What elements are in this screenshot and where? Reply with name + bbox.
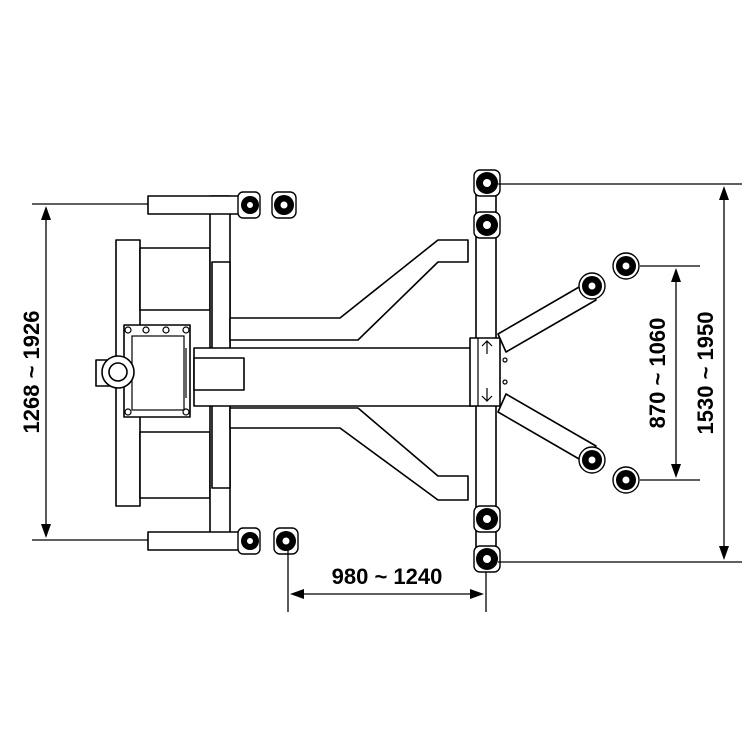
- beam-clamp: [193, 357, 245, 391]
- bolt: [182, 326, 190, 334]
- lift-pad: [271, 191, 297, 219]
- bottom-width-label: 980 ~ 1240: [332, 564, 443, 589]
- bolt: [502, 357, 508, 363]
- base-upper-block: [139, 247, 211, 311]
- right-inner-label: 870 ~ 1060: [645, 318, 670, 429]
- right-outer-label: 1530 ~ 1950: [693, 312, 718, 435]
- motor-hub: [108, 362, 128, 382]
- lift-pad: [237, 191, 261, 219]
- dimension-bottom-width: 980 ~ 1240: [287, 550, 487, 612]
- lift-pad: [612, 252, 640, 280]
- right-hub: [469, 337, 501, 407]
- lower-folding-arm: [229, 407, 469, 501]
- lift-pad: [237, 527, 261, 555]
- control-box: [123, 324, 191, 418]
- bolt: [142, 326, 150, 334]
- left-height-label: 1268 ~ 1926: [19, 311, 44, 434]
- lift-pad: [578, 272, 606, 300]
- upper-folding-arm: [229, 239, 469, 341]
- lift-pad: [473, 211, 501, 239]
- lift-pad: [612, 466, 640, 494]
- lift-pad: [473, 505, 501, 533]
- dimension-right-outer: 1530 ~ 1950: [498, 183, 742, 563]
- bolt: [162, 326, 170, 334]
- hub-up-arrow-icon: [481, 340, 493, 354]
- bolt: [502, 379, 508, 385]
- dimension-right-inner: 870 ~ 1060: [640, 265, 700, 481]
- lift-pad: [473, 545, 501, 573]
- lift-pad: [578, 446, 606, 474]
- bolt: [124, 408, 132, 416]
- base-lower-block: [139, 431, 211, 499]
- lift-pad: [473, 169, 501, 197]
- bolt: [182, 408, 190, 416]
- upper-diagonal-arm: [497, 282, 597, 353]
- lift-pad: [273, 527, 299, 555]
- dimension-left-height: 1268 ~ 1926: [19, 203, 148, 541]
- left-upper-arm: [147, 195, 241, 215]
- bolt: [124, 326, 132, 334]
- hub-down-arrow-icon: [481, 388, 493, 402]
- left-lower-arm: [147, 531, 241, 551]
